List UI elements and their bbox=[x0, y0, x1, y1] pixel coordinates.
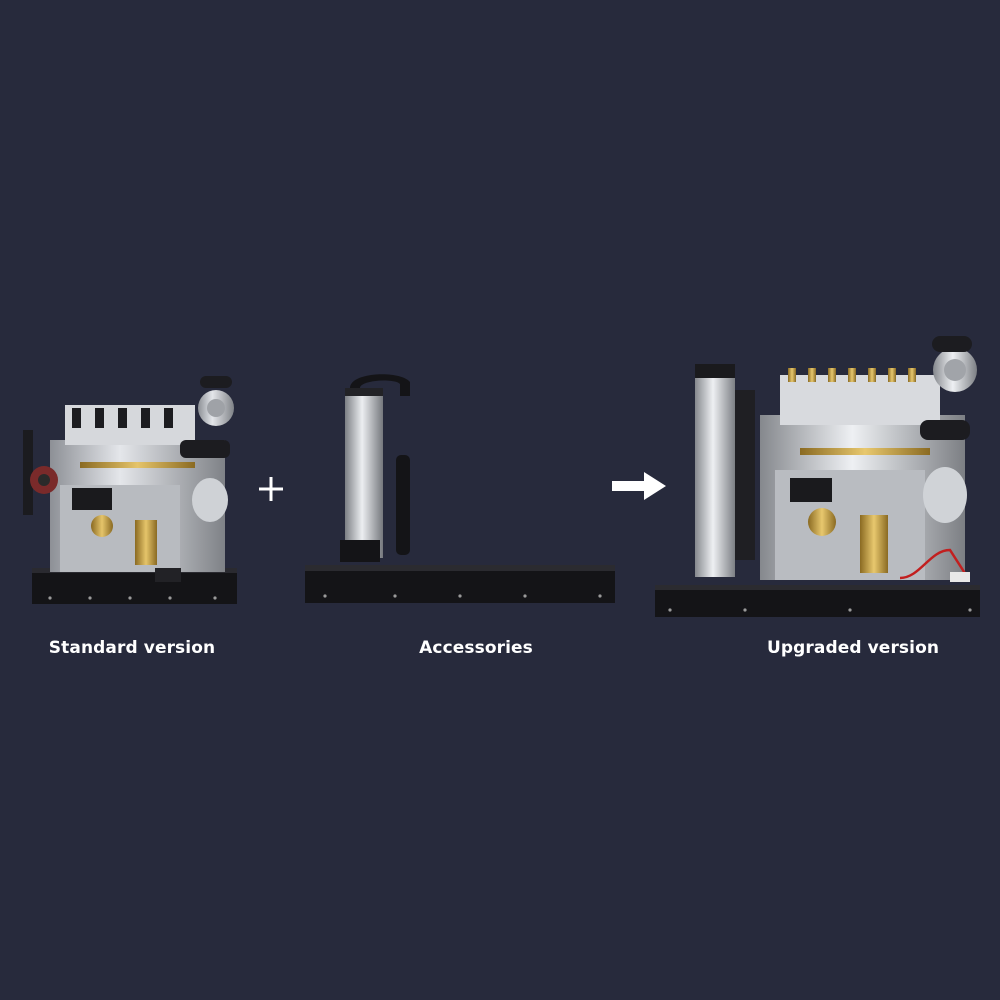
upgraded-engine-image bbox=[655, 336, 980, 617]
upgraded-version-label: Upgraded version bbox=[766, 638, 940, 658]
standard-engine-image bbox=[23, 376, 237, 604]
arrow-right-icon bbox=[612, 472, 666, 500]
accessories-image bbox=[305, 374, 615, 603]
standard-version-label: Standard version bbox=[48, 638, 216, 658]
accessories-label: Accessories bbox=[419, 638, 533, 658]
plus-icon bbox=[259, 477, 283, 501]
